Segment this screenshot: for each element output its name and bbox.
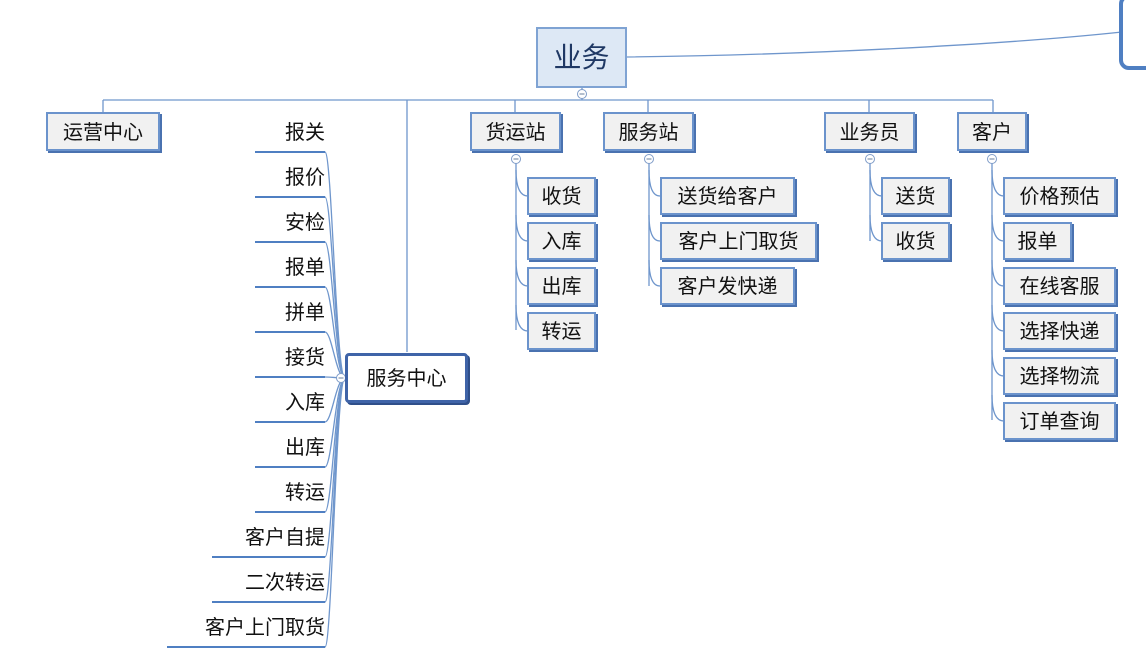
node-salesman[interactable]: 业务员 <box>824 112 915 151</box>
node-label: 转运 <box>541 319 582 343</box>
node-label: 价格预估 <box>1019 184 1100 208</box>
node-label: 出库 <box>541 274 582 298</box>
child-node[interactable]: 报单 <box>1003 222 1072 260</box>
child-node[interactable]: 送货给客户 <box>660 177 795 215</box>
node-label: 客户上门取货 <box>678 229 799 253</box>
child-node[interactable]: 送货 <box>881 177 950 215</box>
node-label: 客户发快递 <box>677 274 778 298</box>
node-label: 送货给客户 <box>677 184 778 208</box>
leaf-item[interactable]: 出库 <box>255 437 325 468</box>
leaf-item[interactable]: 报单 <box>255 257 325 288</box>
node-service-center[interactable]: 服务中心 <box>345 353 468 403</box>
node-service-station[interactable]: 服务站 <box>603 112 694 151</box>
leaf-item[interactable]: 拼单 <box>255 302 325 333</box>
node-label: 在线客服 <box>1019 274 1100 298</box>
node-label: 服务站 <box>618 119 679 144</box>
node-label: 报单 <box>1017 229 1058 253</box>
child-node[interactable]: 客户上门取货 <box>660 222 817 260</box>
child-node[interactable]: 在线客服 <box>1003 267 1116 305</box>
leaf-item[interactable]: 客户自提 <box>212 527 325 558</box>
node-freight-station[interactable]: 货运站 <box>470 112 561 151</box>
child-node[interactable]: 选择物流 <box>1003 357 1116 395</box>
child-node[interactable]: 收货 <box>881 222 950 260</box>
node-operations-center[interactable]: 运营中心 <box>46 112 160 151</box>
leaf-item[interactable]: 入库 <box>255 392 325 423</box>
leaf-item[interactable]: 报价 <box>255 167 325 198</box>
leaf-item[interactable]: 二次转运 <box>212 572 325 603</box>
child-node[interactable]: 收货 <box>527 177 596 215</box>
leaf-item[interactable]: 报关 <box>255 122 325 153</box>
child-node[interactable]: 入库 <box>527 222 596 260</box>
node-label: 收货 <box>541 184 582 208</box>
child-node[interactable]: 客户发快递 <box>660 267 795 305</box>
node-label: 订单查询 <box>1019 409 1100 433</box>
leaf-item[interactable]: 安检 <box>255 212 325 243</box>
root-node[interactable]: 业务 <box>536 27 627 88</box>
leaf-item[interactable]: 接货 <box>255 347 325 378</box>
offscreen-panel-edge <box>1119 0 1146 70</box>
node-label: 货运站 <box>485 119 546 144</box>
child-node[interactable]: 订单查询 <box>1003 402 1116 440</box>
child-node[interactable]: 出库 <box>527 267 596 305</box>
child-node[interactable]: 选择快递 <box>1003 312 1116 350</box>
leaf-item[interactable]: 转运 <box>255 482 325 513</box>
leaf-item[interactable]: 客户上门取货 <box>167 617 325 648</box>
node-label: 送货 <box>895 184 936 208</box>
node-label: 选择快递 <box>1019 319 1100 343</box>
node-label: 选择物流 <box>1019 364 1100 388</box>
node-customer[interactable]: 客户 <box>957 112 1027 151</box>
node-label: 业务员 <box>839 119 900 144</box>
node-label: 客户 <box>972 119 1012 144</box>
node-label: 收货 <box>895 229 936 253</box>
child-node[interactable]: 价格预估 <box>1003 177 1116 215</box>
root-label: 业务 <box>553 40 610 74</box>
node-label: 服务中心 <box>366 366 447 390</box>
node-label: 运营中心 <box>63 119 143 144</box>
node-label: 入库 <box>541 229 582 253</box>
child-node[interactable]: 转运 <box>527 312 596 350</box>
